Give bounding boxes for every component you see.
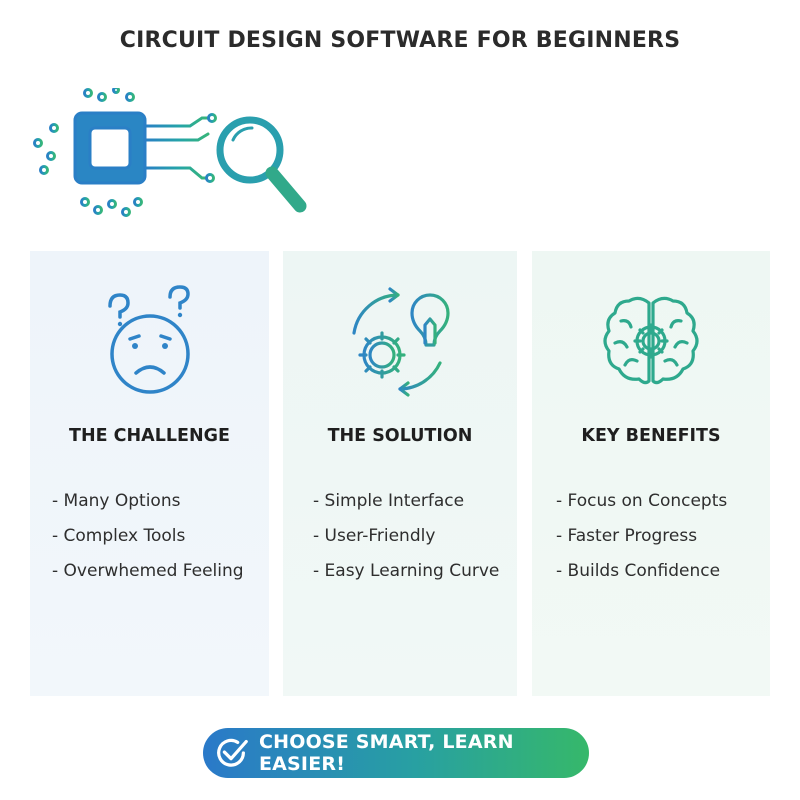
list-item: - Faster Progress xyxy=(556,526,698,546)
card-list: - Many Options - Complex Tools - Overwhe… xyxy=(52,486,244,591)
list-item: - Builds Confidence xyxy=(556,561,721,581)
list-item: - Complex Tools xyxy=(52,526,186,546)
list-item: - User-Friendly xyxy=(313,526,436,546)
circuit-chip-icon xyxy=(33,88,217,217)
gear-lightbulb-icon xyxy=(352,287,450,397)
cta-label: CHOOSE SMART, LEARN EASIER! xyxy=(258,731,514,775)
list-item: - Easy Learning Curve xyxy=(313,561,500,581)
card-heading: THE CHALLENGE xyxy=(69,426,230,446)
challenge-card: THE CHALLENGE - Many Options - Complex T… xyxy=(30,251,269,696)
cta-banner[interactable]: CHOOSE SMART, LEARN EASIER! xyxy=(203,728,589,778)
card-list: - Simple Interface - User-Friendly - Eas… xyxy=(313,486,499,591)
card-heading: KEY BENEFITS xyxy=(581,426,721,446)
benefits-card: KEY BENEFITS - Focus on Concepts - Faste… xyxy=(532,251,770,696)
check-circle-icon xyxy=(217,738,248,767)
card-heading: THE SOLUTION xyxy=(327,426,473,446)
card-list: - Focus on Concepts - Faster Progress - … xyxy=(556,486,727,591)
list-item: - Focus on Concepts xyxy=(556,491,728,511)
solution-card: THE SOLUTION - Simple Interface - User-F… xyxy=(283,251,517,696)
confused-face-icon xyxy=(107,285,190,394)
circuit-magnifier-graphic xyxy=(33,88,307,217)
magnifier-icon xyxy=(216,116,307,213)
list-item: - Simple Interface xyxy=(313,491,465,511)
brain-gear-icon xyxy=(603,296,699,385)
page-title: CIRCUIT DESIGN SOFTWARE FOR BEGINNERS xyxy=(119,28,681,53)
list-item: - Overwhemed Feeling xyxy=(52,561,244,581)
list-item: - Many Options xyxy=(52,491,181,511)
